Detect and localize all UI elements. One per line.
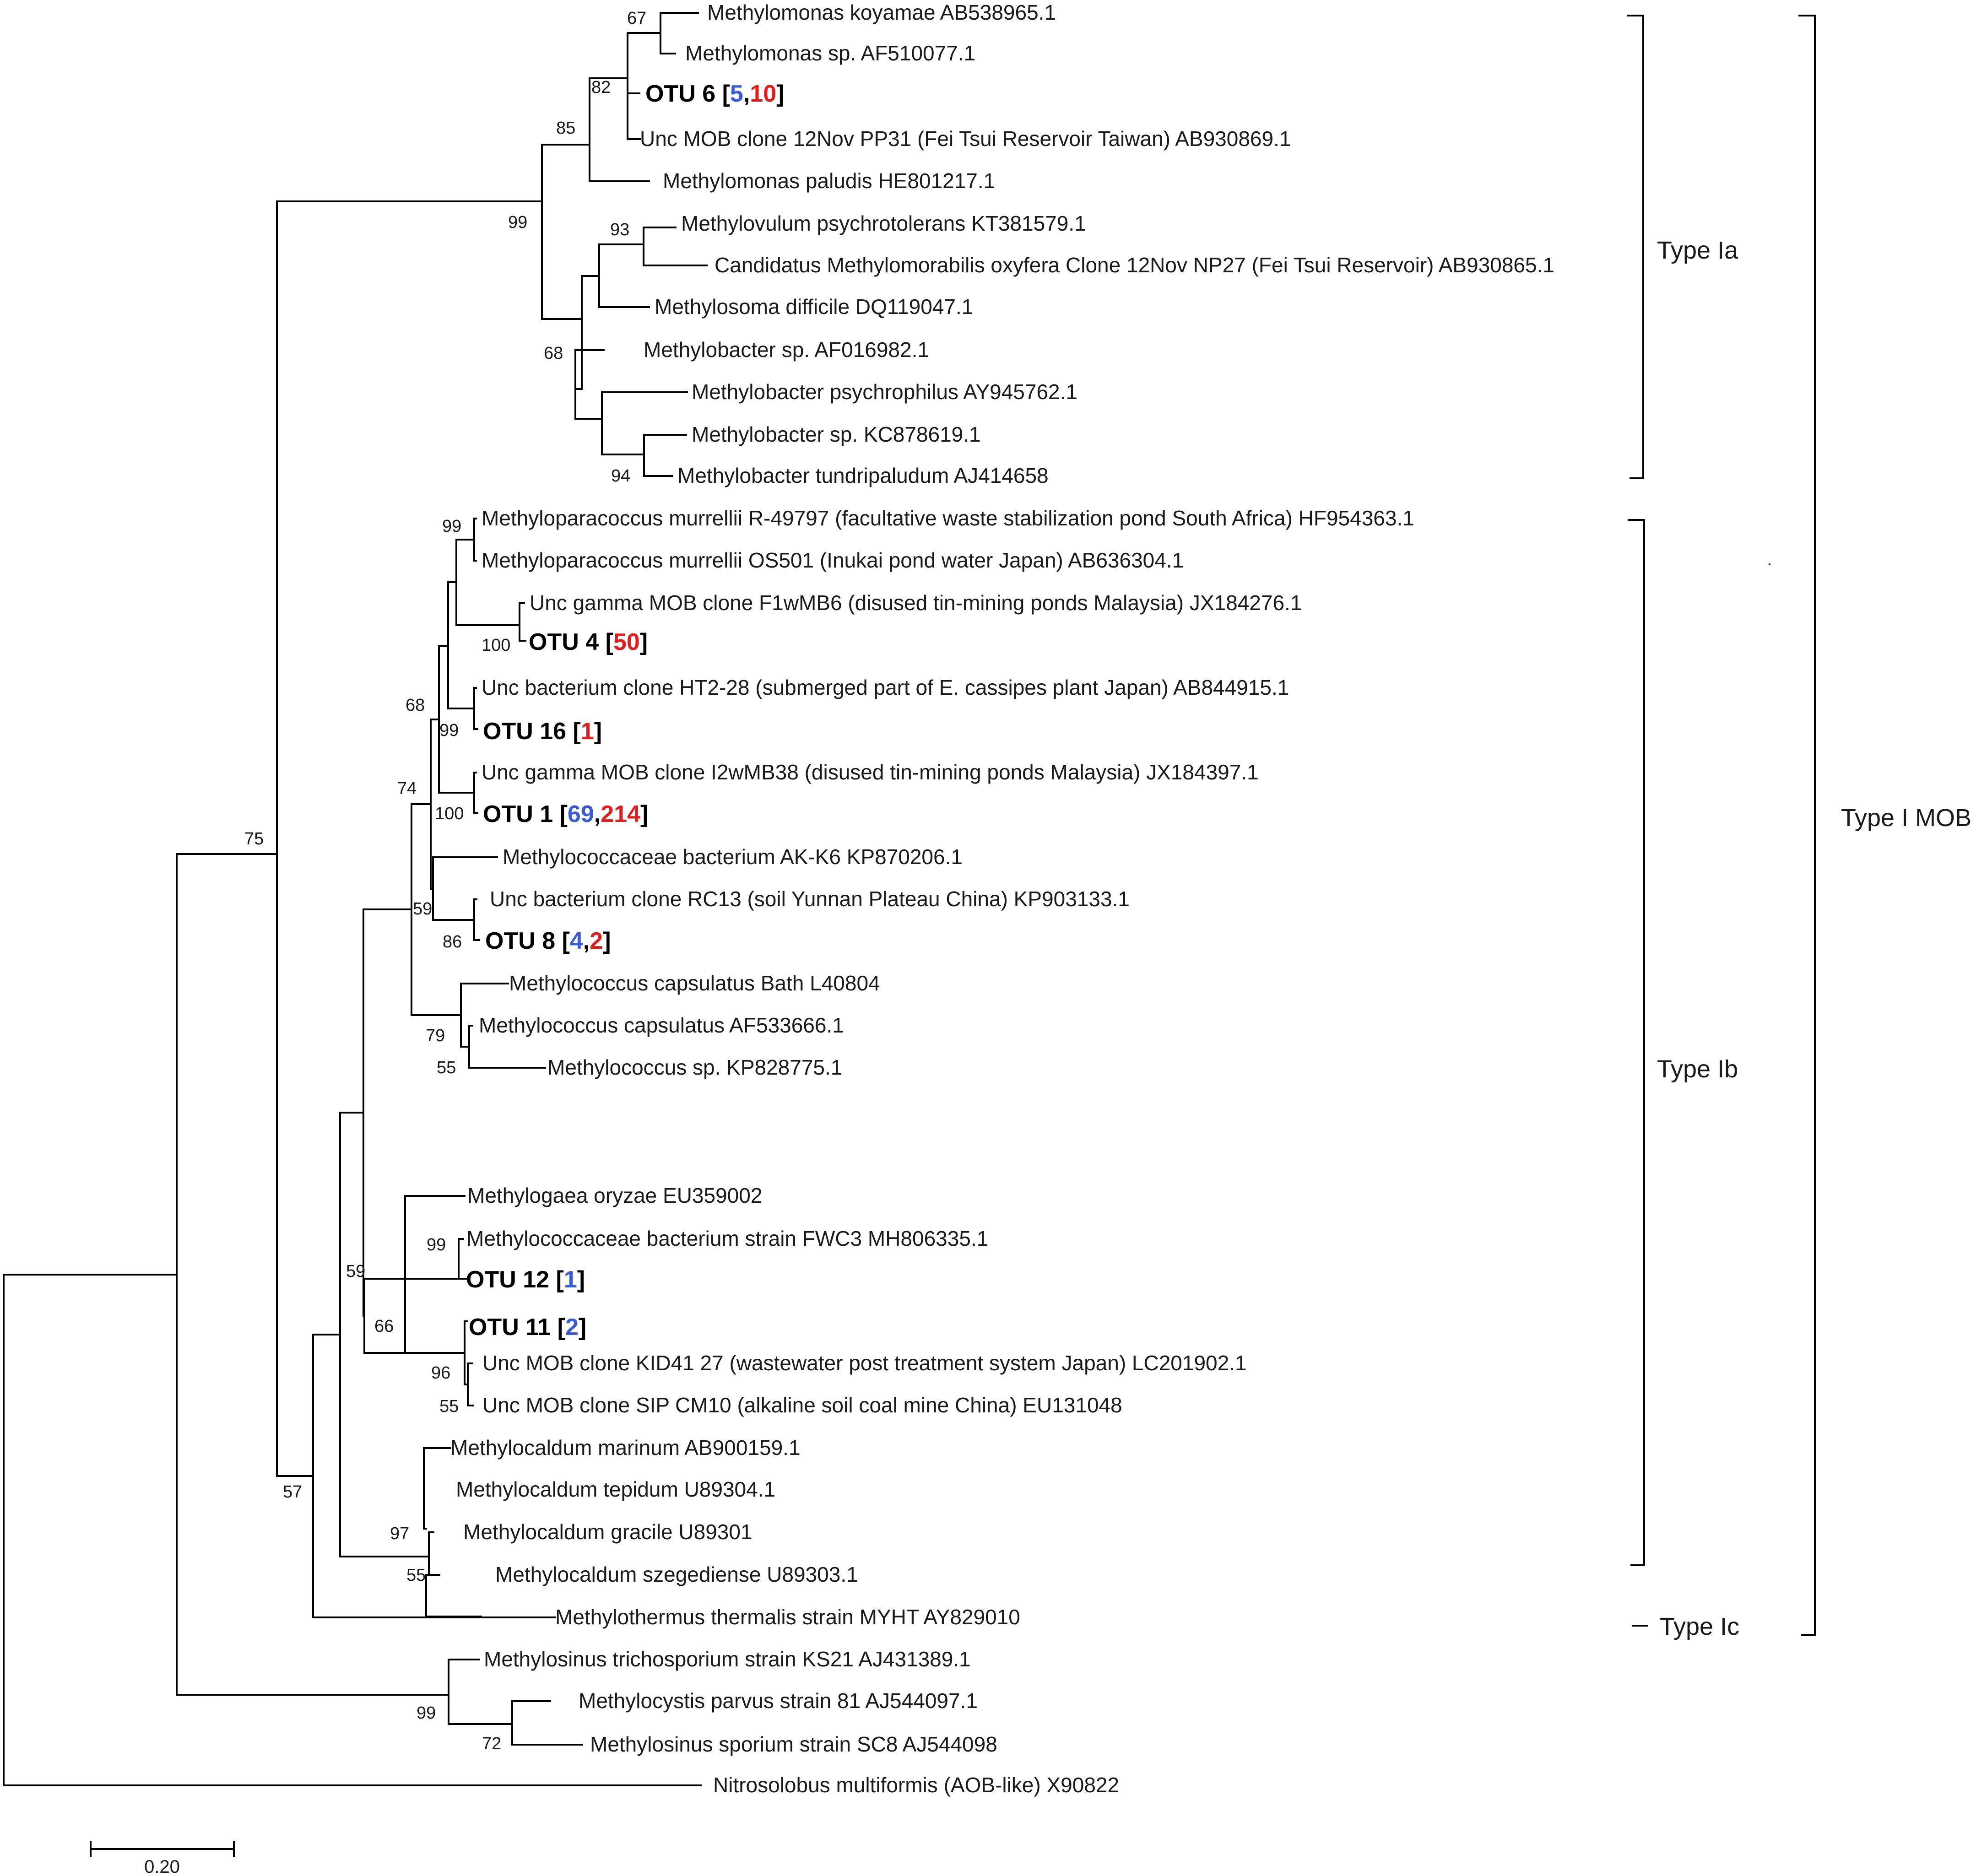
tree-branches — [3, 12, 708, 1786]
stray-dot — [1768, 563, 1771, 566]
clade-bracket-type-i-mob — [1798, 15, 1816, 1636]
taxon-label: Unc MOB clone 12Nov PP31 (Fei Tsui Reser… — [640, 127, 1291, 151]
bootstrap-value: 85 — [556, 119, 575, 138]
bootstrap-value: 99 — [508, 213, 527, 232]
bootstrap-value: 99 — [442, 517, 461, 536]
clade-label-type-ib: Type Ib — [1657, 1055, 1738, 1083]
taxon-label: Methyloparacoccus murrellii R-49797 (fac… — [482, 506, 1414, 530]
taxon-label: Unc gamma MOB clone F1wMB6 (disused tin-… — [530, 591, 1302, 615]
taxon-label: Methylococcus sp. KP828775.1 — [547, 1055, 842, 1079]
clade-label-type-ia: Type Ia — [1657, 237, 1738, 264]
taxon-label: Methylobacter sp. AF016982.1 — [644, 338, 929, 362]
otu-count-red: 2 — [590, 928, 603, 954]
scale-bar-label: 0.20 — [144, 1857, 180, 1876]
bootstrap-value: 66 — [374, 1317, 394, 1336]
bootstrap-value: 59 — [346, 1262, 365, 1281]
otu-count-blue: 5 — [730, 81, 743, 107]
otu-count-red: 1 — [581, 718, 594, 745]
bootstrap-value: 82 — [591, 78, 611, 97]
otu-count-blue: 2 — [565, 1314, 579, 1341]
taxon-label: Methylosinus sporium strain SC8 AJ544098 — [590, 1732, 997, 1756]
otu-label-otu1: OTU 1 [69,214] — [483, 801, 648, 827]
taxon-label: Methylocystis parvus strain 81 AJ544097.… — [579, 1689, 978, 1713]
bootstrap-value: 100 — [482, 636, 510, 655]
taxon-label: Candidatus Methylomorabilis oxyfera Clon… — [715, 253, 1554, 277]
taxon-label: Methylococcaceae bacterium AK-K6 KP87020… — [503, 845, 963, 869]
bootstrap-value: 55 — [437, 1058, 456, 1077]
otu-count-blue: 1 — [564, 1266, 577, 1293]
otu-count-red: 214 — [601, 801, 640, 827]
otu-count-red: 50 — [613, 629, 640, 655]
taxon-label: Methylomonas paludis HE801217.1 — [663, 169, 995, 193]
bootstrap-value: 67 — [627, 9, 646, 28]
bootstrap-value: 75 — [244, 829, 264, 849]
bootstrap-value: 74 — [397, 779, 417, 798]
taxon-label: Methylomonas koyamae AB538965.1 — [707, 0, 1056, 24]
bootstrap-values: 67 82 85 99 93 68 94 99 100 68 99 74 100… — [244, 9, 646, 1753]
taxon-label: Methylococcus capsulatus AF533666.1 — [479, 1013, 844, 1037]
otu-label-otu6: OTU 6 [5,10] — [645, 81, 784, 107]
taxon-label: Methyloparacoccus murrellii OS501 (Inuka… — [482, 548, 1184, 572]
taxon-label: Methylosoma difficile DQ119047.1 — [655, 295, 973, 319]
bootstrap-value: 55 — [439, 1397, 459, 1416]
clade-bracket-type-ib — [1628, 519, 1645, 1566]
bootstrap-value: 57 — [283, 1482, 302, 1502]
taxon-label: Methylococcaceae bacterium strain FWC3 M… — [466, 1227, 988, 1250]
bootstrap-value: 97 — [390, 1524, 409, 1543]
otu-count-red: 10 — [750, 81, 776, 107]
taxon-label: Methylocaldum szegediense U89303.1 — [495, 1562, 858, 1586]
otu-label-otu16: OTU 16 [1] — [483, 718, 602, 745]
bootstrap-value: 93 — [610, 220, 629, 239]
otu-label-otu8: OTU 8 [4,2] — [485, 928, 611, 954]
taxon-label: Methylovulum psychrotolerans KT381579.1 — [681, 211, 1086, 235]
bootstrap-value: 100 — [435, 804, 464, 823]
taxon-label: Methylocaldum marinum AB900159.1 — [450, 1436, 801, 1460]
bootstrap-value: 99 — [439, 721, 459, 740]
taxon-label: Methylobacter tundripaludum AJ414658 — [677, 464, 1049, 487]
tip-labels: Methylomonas koyamae AB538965.1 Methylom… — [450, 0, 1554, 1797]
taxon-label: Methylosinus trichosporium strain KS21 A… — [484, 1647, 971, 1671]
otu-count-blue: 4 — [570, 928, 583, 954]
taxon-label: Methylocaldum tepidum U89304.1 — [456, 1477, 775, 1501]
bootstrap-value: 86 — [443, 932, 462, 952]
otu-label-otu4: OTU 4 [50] — [529, 629, 648, 655]
otu-label-otu12: OTU 12 [1] — [466, 1266, 585, 1293]
taxon-label: Methylothermus thermalis strain MYHT AY8… — [555, 1605, 1020, 1629]
bootstrap-value: 96 — [431, 1363, 450, 1383]
bootstrap-value: 68 — [406, 696, 425, 715]
taxon-label: Methylococcus capsulatus Bath L40804 — [509, 971, 880, 995]
taxon-label: Nitrosolobus multiformis (AOB-like) X908… — [713, 1773, 1119, 1797]
bootstrap-value: 68 — [544, 344, 563, 363]
bootstrap-value: 72 — [482, 1734, 501, 1753]
otu-count-blue: 69 — [568, 801, 594, 827]
bootstrap-value: 59 — [413, 899, 432, 919]
clade-bracket-type-ia — [1627, 15, 1644, 479]
scale-bar: 0.20 — [90, 1841, 235, 1876]
otu-label-otu11: OTU 11 [2] — [469, 1314, 586, 1341]
bootstrap-value: 55 — [406, 1566, 426, 1585]
bootstrap-value: 94 — [611, 466, 630, 486]
taxon-label: Methylogaea oryzae EU359002 — [467, 1184, 762, 1207]
taxon-label: Methylobacter sp. KC878619.1 — [692, 422, 981, 446]
taxon-label: Unc MOB clone SIP CM10 (alkaline soil co… — [482, 1393, 1122, 1417]
bootstrap-value: 99 — [427, 1235, 446, 1254]
bootstrap-value: 99 — [417, 1703, 436, 1723]
clade-label-type-ic: Type Ic — [1660, 1613, 1739, 1640]
taxon-label: Methylocaldum gracile U89301 — [463, 1520, 753, 1544]
taxon-label: Methylobacter psychrophilus AY945762.1 — [692, 380, 1077, 404]
clade-annotations: Type Ia Type Ib Type Ic Type I MOB — [1627, 15, 1971, 1640]
taxon-label: Methylomonas sp. AF510077.1 — [685, 41, 975, 65]
taxon-label: Unc MOB clone KID41 27 (wastewater post … — [482, 1351, 1247, 1375]
taxon-label: Unc gamma MOB clone I2wMB38 (disused tin… — [482, 760, 1259, 784]
clade-label-type-i-mob: Type I MOB — [1841, 804, 1971, 832]
taxon-label: Unc bacterium clone HT2-28 (submerged pa… — [482, 676, 1289, 699]
bootstrap-value: 79 — [426, 1026, 445, 1045]
otu-labels: OTU 6 [5,10] OTU 4 [50] OTU 16 [1] OTU 1… — [466, 81, 784, 1341]
taxon-label: Unc bacterium clone RC13 (soil Yunnan Pl… — [490, 887, 1130, 911]
